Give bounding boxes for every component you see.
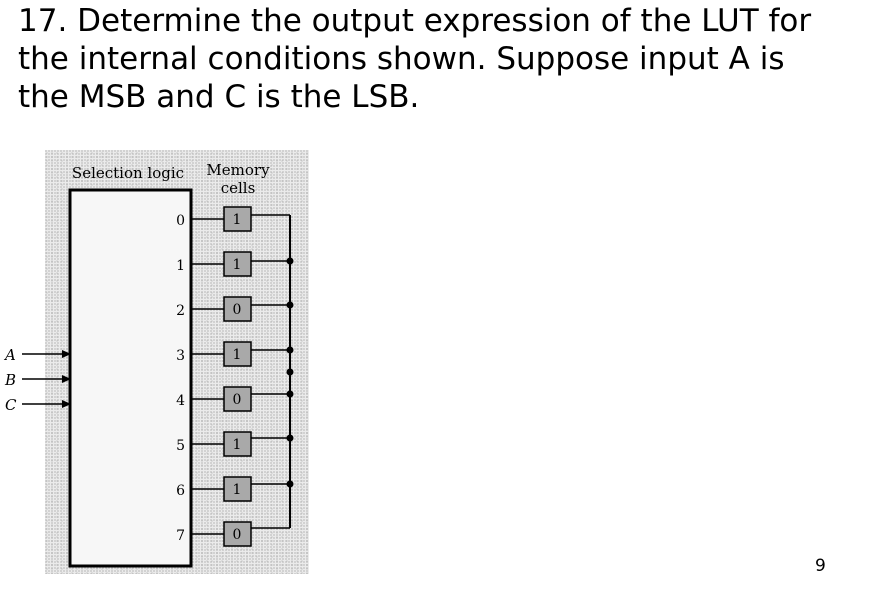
lut-row-1: 1 1 (176, 251, 294, 277)
memory-cell-7 (223, 521, 252, 547)
memory-cell-value-5: 1 (233, 437, 242, 453)
junction-dot (286, 480, 294, 488)
address-label-1: 1 (176, 258, 185, 274)
memory-cell-value-7: 0 (233, 527, 242, 543)
memory-cells-label-line2: cells (221, 179, 256, 197)
selection-logic-box (68, 188, 193, 568)
input-b-label: B (4, 371, 16, 389)
address-label-4: 4 (176, 393, 185, 409)
input-b: B (4, 371, 71, 389)
memory-cells-label-line1: Memory (206, 161, 270, 179)
memory-cell-value-4: 0 (233, 392, 242, 408)
page-number: 9 (815, 556, 826, 576)
address-label-5: 5 (176, 438, 185, 454)
junction-dot (286, 368, 294, 376)
question-line-3: the MSB and C is the LSB. (18, 79, 420, 115)
memory-cell-3 (223, 341, 252, 367)
question-line-1: 17. Determine the output expression of t… (18, 3, 812, 39)
lut-row-6: 6 1 (176, 476, 294, 502)
memory-cell-4 (223, 386, 252, 412)
input-a-label: A (3, 346, 16, 364)
memory-cell-value-1: 1 (233, 257, 242, 273)
memory-cell-1 (223, 251, 252, 277)
memory-cell-value-2: 0 (233, 302, 242, 318)
input-c-label: C (5, 396, 17, 414)
memory-cell-5 (223, 431, 252, 457)
input-a: A (3, 346, 71, 364)
lut-row-7: 7 0 (176, 521, 290, 547)
input-c: C (5, 396, 71, 414)
junction-dot (286, 257, 294, 265)
memory-cell-2 (223, 296, 252, 322)
memory-cell-0 (223, 206, 252, 232)
address-label-3: 3 (176, 348, 185, 364)
junction-dot (286, 390, 294, 398)
junction-dot (286, 434, 294, 442)
lut-row-5: 5 1 (176, 431, 294, 457)
address-label-2: 2 (176, 303, 185, 319)
memory-cell-value-6: 1 (233, 482, 242, 498)
question-line-2: the internal conditions shown. Suppose i… (18, 41, 785, 77)
lut-row-2: 2 0 (176, 296, 294, 322)
lut-row-0: 0 1 (176, 206, 290, 232)
address-label-0: 0 (176, 213, 185, 229)
lut-row-3: 3 1 (176, 341, 294, 376)
selection-logic-label: Selection logic (72, 164, 184, 182)
address-label-6: 6 (176, 483, 185, 499)
memory-cell-6 (223, 476, 252, 502)
question-text: 17. Determine the output expression of t… (18, 2, 868, 116)
lut-row-4: 4 0 (176, 386, 294, 412)
memory-cell-value-0: 1 (233, 212, 242, 228)
address-label-7: 7 (176, 528, 185, 544)
junction-dot (286, 301, 294, 309)
memory-cell-value-3: 1 (233, 347, 242, 363)
junction-dot (286, 346, 294, 354)
